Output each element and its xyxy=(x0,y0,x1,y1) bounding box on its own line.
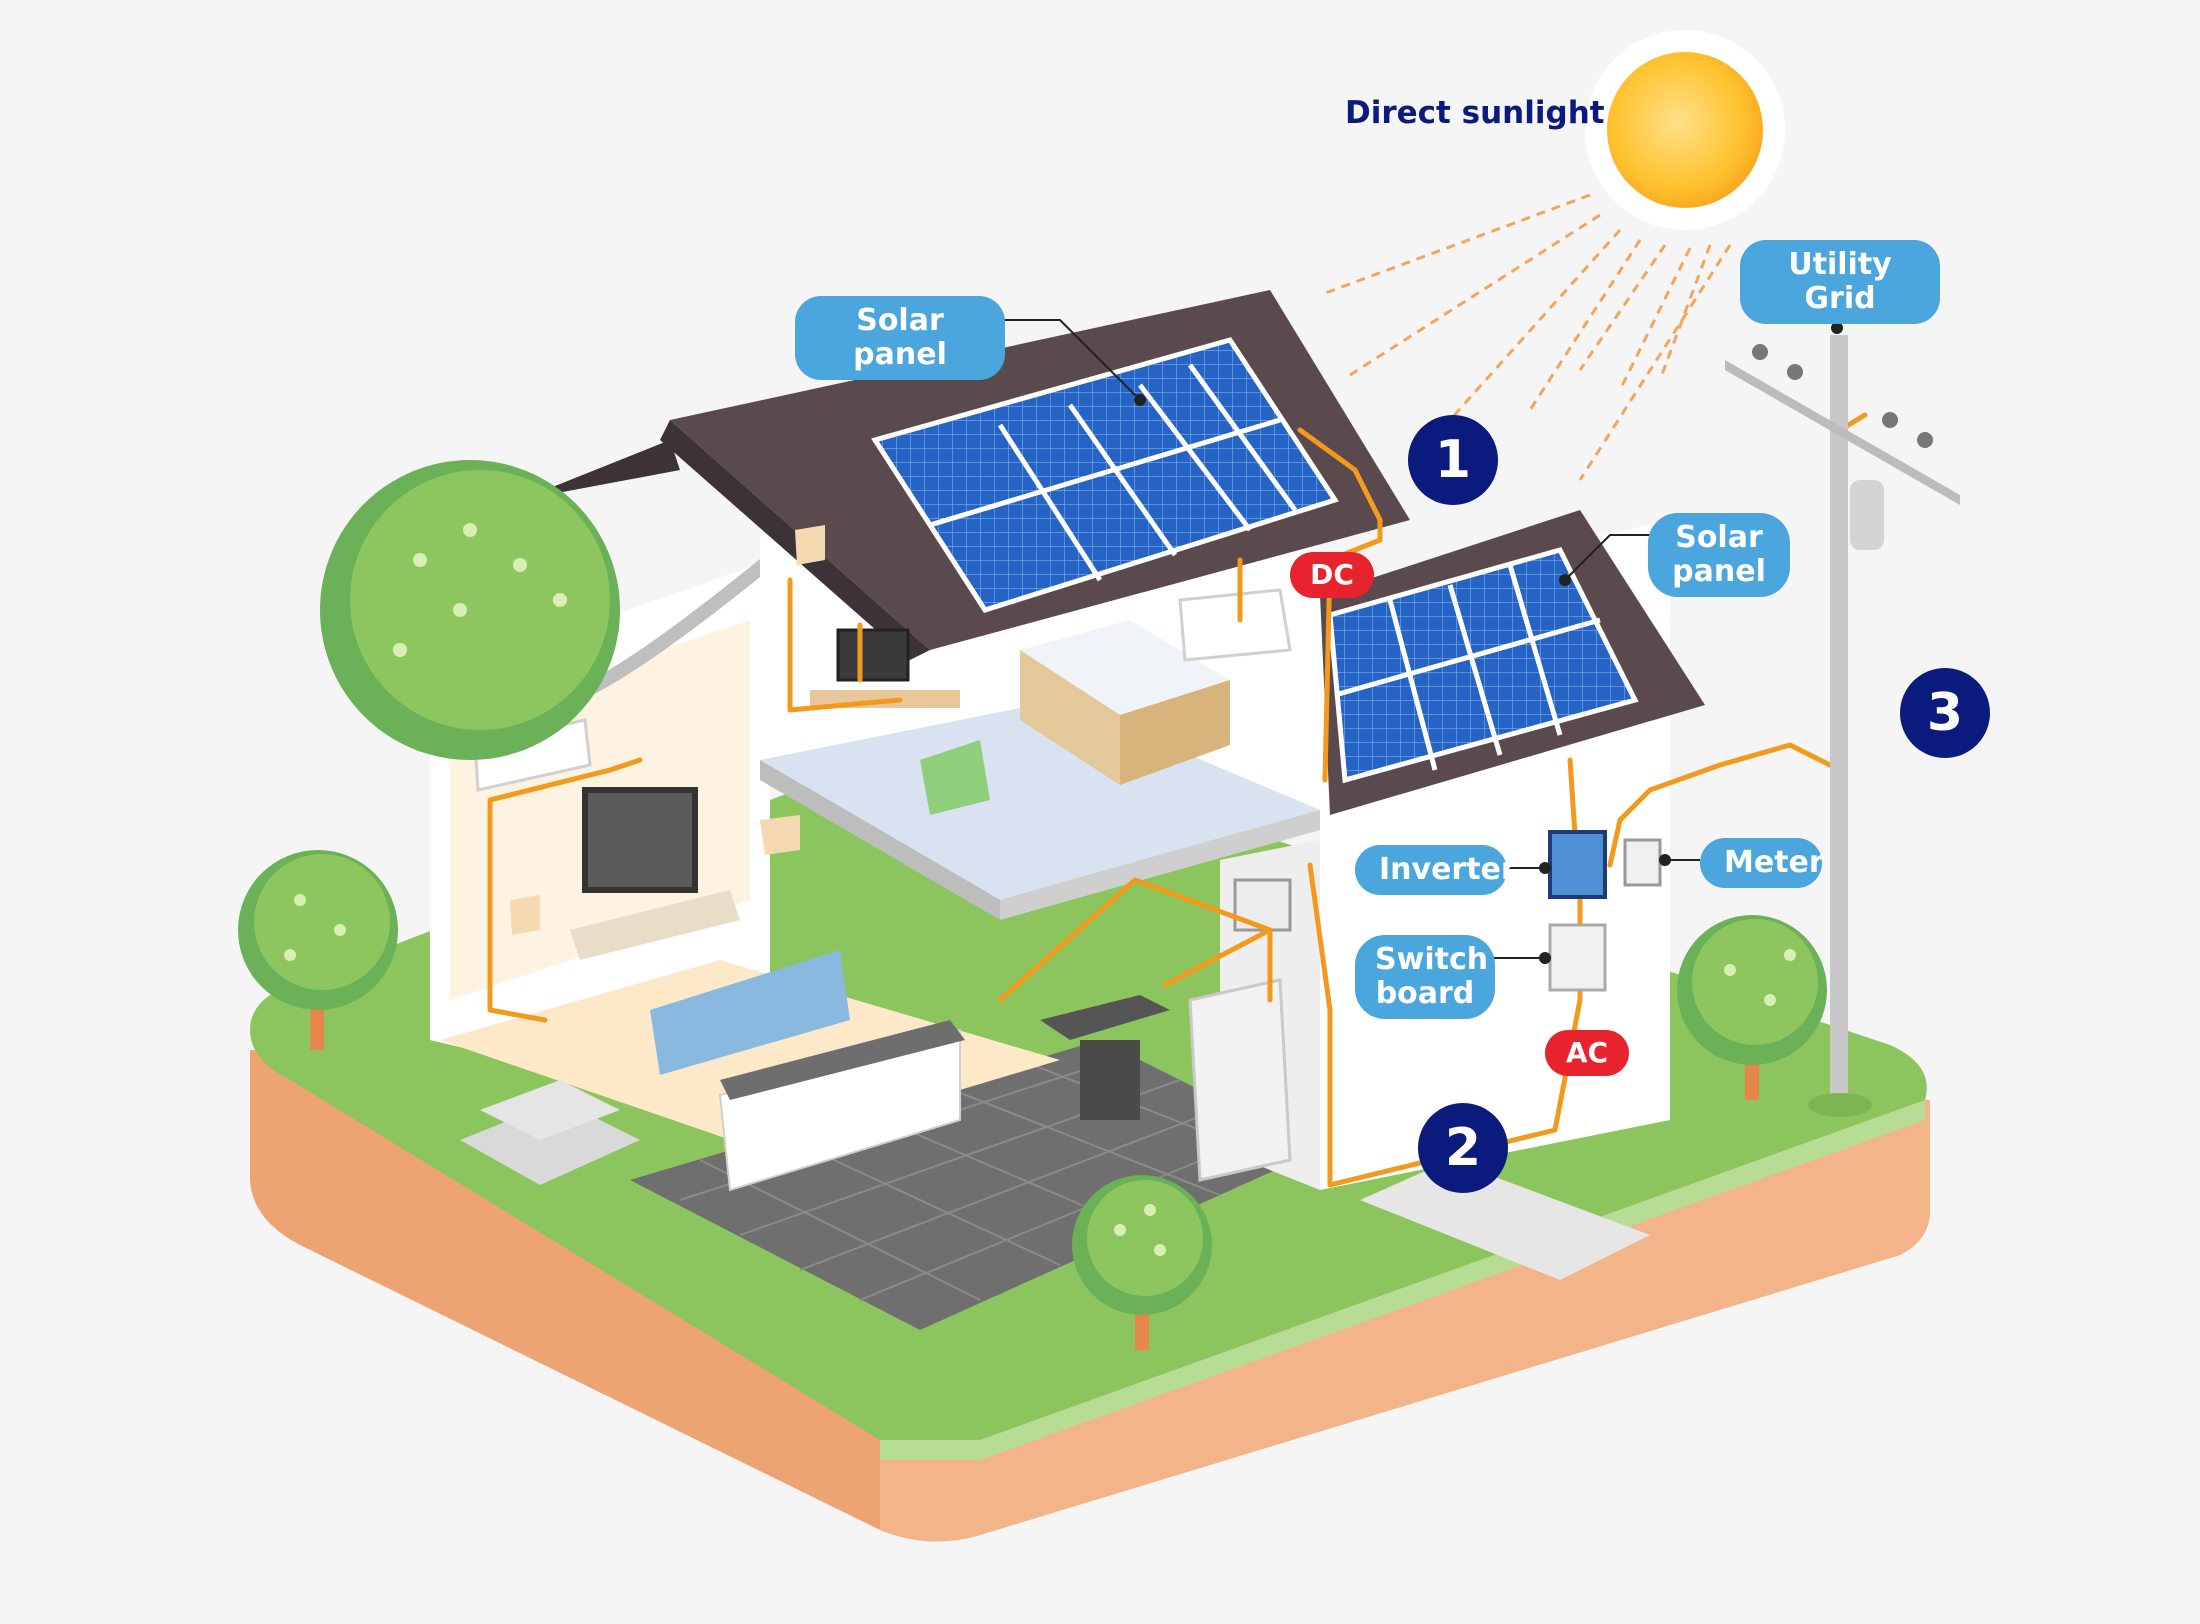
step-3-badge: 3 xyxy=(1900,668,1990,758)
meter-label: Meter xyxy=(1700,838,1824,888)
solar-panel-second-label: Solar panel xyxy=(1648,513,1790,597)
inverter-label: Inverter xyxy=(1355,845,1516,895)
utility-grid-label: Utility Grid xyxy=(1740,240,1940,324)
main-roof xyxy=(520,290,1410,660)
tiled-floor xyxy=(630,1040,1320,1330)
lower-roof xyxy=(1320,510,1705,815)
ac-tag: AC xyxy=(1545,1030,1629,1076)
solar-panel-main-label: Solar panel xyxy=(795,296,1005,380)
switch-board-label: Switch board xyxy=(1355,935,1495,1019)
sun xyxy=(1585,30,1785,230)
step-1-badge: 1 xyxy=(1408,415,1498,505)
furniture xyxy=(473,525,1292,1192)
equipment xyxy=(1548,830,1662,992)
step-2-badge: 2 xyxy=(1418,1103,1508,1193)
direct-sunlight-label: Direct sunlight xyxy=(1345,95,1605,131)
trees xyxy=(238,460,1827,1350)
dc-tag: DC xyxy=(1290,552,1374,598)
sunlight-rays xyxy=(1319,193,1732,481)
utility-pole xyxy=(1725,335,1960,1117)
leader-lines xyxy=(1000,290,1843,964)
sidewalk xyxy=(1360,1160,1650,1280)
